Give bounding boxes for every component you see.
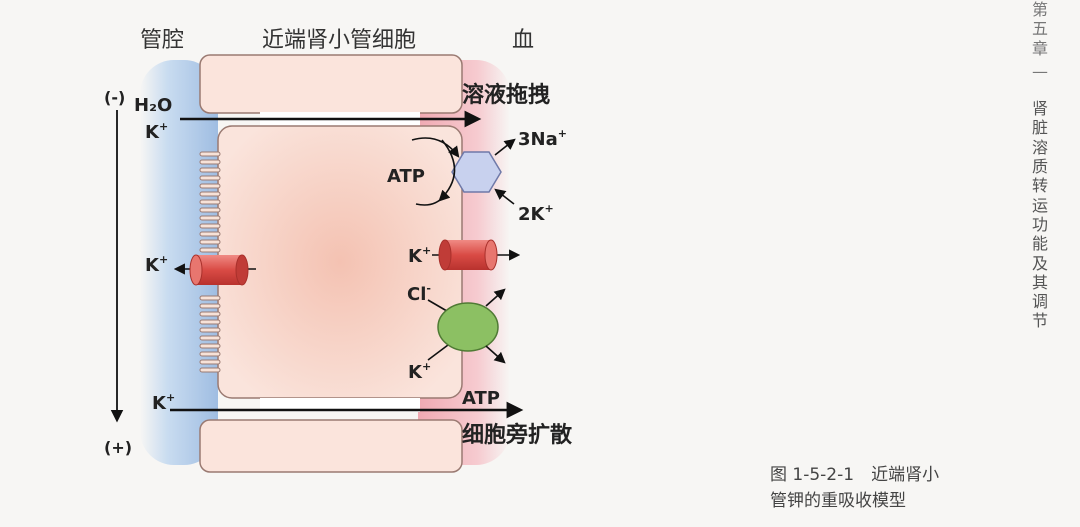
chapter-side-text: 第五章 — 肾脏溶质转运功能及其调节 [1026, 0, 1054, 331]
k-channel-baso [439, 240, 497, 270]
figure-caption: 图 1-5-2-1 近端肾小 管钾的重吸收模型 [770, 462, 1010, 514]
microvillus [200, 152, 220, 156]
label-solvent-drag: 溶液拖拽 [462, 82, 550, 108]
chapter-dash: — [1026, 62, 1054, 81]
microvillus [200, 304, 220, 308]
chapter-title: 肾脏溶质转运功能及其调节 [1026, 99, 1054, 331]
top-cell [200, 55, 462, 113]
microvillus [200, 224, 220, 228]
microvillus [200, 312, 220, 316]
label-2k: 2K+ [518, 202, 554, 225]
label-atp-pump: ATP [387, 166, 425, 187]
k-channel-apical [190, 255, 248, 285]
kcl-cotransporter [438, 303, 498, 351]
microvillus [200, 184, 220, 188]
microvillus [200, 192, 220, 196]
caption-line-2: 管钾的重吸收模型 [770, 488, 1010, 514]
microvillus [200, 216, 220, 220]
microvillus [200, 248, 220, 252]
microvillus [200, 168, 220, 172]
microvillus [200, 328, 220, 332]
microvillus [200, 232, 220, 236]
microvillus [200, 344, 220, 348]
proximal-tubule-cell [218, 126, 462, 398]
label-h2o: H₂O [134, 95, 172, 116]
microvillus [200, 176, 220, 180]
potassium-reabsorption-diagram: (-) (+) H₂O K+ 溶液拖拽 ATP 3Na+ 2K+ K+ K+ C… [0, 0, 760, 527]
label-3na: 3Na+ [518, 127, 567, 150]
caption-line-1: 图 1-5-2-1 近端肾小 [770, 462, 1010, 488]
microvillus [200, 336, 220, 340]
label-atp-bottom: ATP [462, 388, 500, 409]
bottom-cell [200, 420, 462, 472]
microvillus [200, 360, 220, 364]
chapter-number: 第五章 [1026, 0, 1054, 58]
microvillus [200, 352, 220, 356]
microvillus [200, 296, 220, 300]
microvillus [200, 208, 220, 212]
microvillus [200, 160, 220, 164]
microvillus [200, 320, 220, 324]
microvillus [200, 240, 220, 244]
microvillus [200, 200, 220, 204]
microvillus [200, 368, 220, 372]
label-plus: (+) [104, 438, 132, 457]
label-minus: (-) [104, 88, 125, 107]
label-paracellular: 细胞旁扩散 [462, 422, 573, 448]
